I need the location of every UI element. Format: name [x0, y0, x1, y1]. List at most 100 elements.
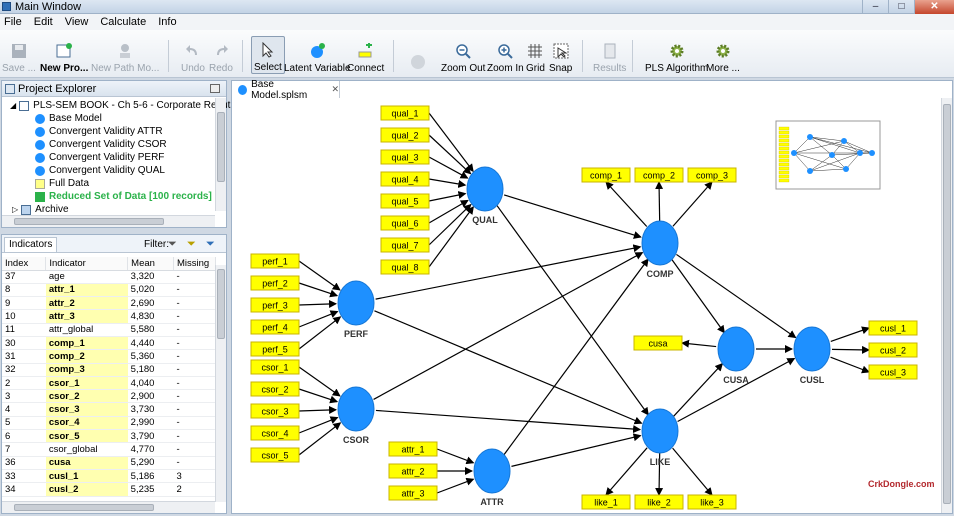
indicator-box[interactable]: attr_3 [388, 485, 438, 501]
hscroll-thumb[interactable] [14, 504, 154, 511]
indicator-arrow[interactable] [428, 112, 474, 173]
more-button[interactable]: More ... [706, 36, 740, 74]
latent-variable-button[interactable]: Latent Variable [284, 36, 351, 74]
indicator-arrow[interactable] [298, 366, 341, 397]
indicator-box[interactable]: comp_1 [581, 167, 631, 183]
expand-arrow-icon[interactable]: ◢ [10, 101, 17, 110]
path-arrow[interactable] [503, 258, 649, 456]
path-model-canvas[interactable]: qual_1qual_2qual_3qual_4qual_5qual_6qual… [232, 81, 952, 513]
indicator-arrow[interactable] [428, 199, 469, 224]
tree-archive[interactable]: ▷ Archive [12, 203, 69, 216]
close-tab-icon[interactable]: ✕ [331, 84, 339, 94]
save-button[interactable]: Save ... [2, 36, 36, 74]
indicator-box[interactable]: cusl_1 [868, 320, 918, 336]
undo-button[interactable]: Undo [181, 36, 205, 74]
indicator-arrow[interactable] [428, 203, 472, 246]
hscroll-thumb[interactable] [14, 218, 164, 225]
tree-project[interactable]: ◢ PLS-SEM BOOK - Ch 5-6 - Corporate Repu… [10, 99, 247, 112]
latent-variable[interactable]: CSOR [337, 386, 375, 445]
indicator-box[interactable]: qual_4 [380, 171, 430, 187]
menu-file[interactable]: File [4, 16, 22, 28]
col-header-mean[interactable]: Mean [127, 257, 175, 271]
indicator-arrow[interactable] [298, 310, 339, 328]
indicator-arrow[interactable] [298, 260, 341, 291]
indicator-arrow[interactable] [428, 191, 467, 202]
indicator-box[interactable]: csor_3 [250, 403, 300, 419]
close-button[interactable]: ✕ [914, 0, 954, 14]
results-button[interactable]: Results [593, 36, 626, 74]
path-arrow[interactable] [375, 244, 642, 300]
zoom-out-button[interactable]: Zoom Out [441, 36, 485, 74]
indicator-box[interactable]: perf_2 [250, 275, 300, 291]
indicator-box[interactable]: csor_5 [250, 447, 300, 463]
path-arrow[interactable] [676, 253, 797, 339]
maximize-button[interactable]: □ [888, 0, 914, 14]
indicator-box[interactable]: cusa [633, 335, 683, 351]
indicator-arrow[interactable] [428, 156, 469, 179]
project-explorer-scrollbar[interactable] [215, 98, 226, 211]
path-arrow[interactable] [673, 362, 724, 417]
tree-item-cv-attr[interactable]: Convergent Validity ATTR [35, 125, 163, 138]
menu-edit[interactable]: Edit [33, 16, 53, 28]
path-arrow[interactable] [374, 310, 643, 425]
indicator-box[interactable]: like_1 [581, 494, 631, 510]
indicator-box[interactable]: cusl_2 [868, 342, 918, 358]
indicators-scrollbar[interactable] [215, 265, 226, 502]
indicator-box[interactable]: like_3 [687, 494, 737, 510]
filter-funnel-icon[interactable]: ⏷ [168, 238, 177, 250]
path-arrow[interactable] [503, 194, 642, 239]
indicator-box[interactable]: attr_2 [388, 463, 438, 479]
loading-arrow[interactable] [831, 345, 870, 354]
indicator-arrow[interactable] [436, 448, 475, 465]
pls-algorithm-button[interactable]: PLS Algorithm [645, 36, 708, 74]
loading-arrow[interactable] [672, 447, 713, 496]
indicator-box[interactable]: qual_8 [380, 259, 430, 275]
indicator-box[interactable]: attr_1 [388, 441, 438, 457]
tree-item-cv-csor[interactable]: Convergent Validity CSOR [35, 138, 167, 151]
indicator-box[interactable]: cusl_3 [868, 364, 918, 380]
indicator-box[interactable]: qual_5 [380, 193, 430, 209]
indicator-arrow[interactable] [428, 134, 472, 175]
loading-arrow[interactable] [830, 356, 870, 374]
indicator-box[interactable]: csor_1 [250, 359, 300, 375]
editor-tab[interactable]: Base Model.splsm ✕ [232, 79, 340, 101]
tree-item-reduced-data[interactable]: Reduced Set of Data [100 records] [35, 190, 212, 203]
indicator-arrow[interactable] [298, 300, 338, 309]
project-explorer-hscrollbar[interactable] [2, 215, 215, 227]
path-arrow[interactable] [373, 252, 644, 400]
loading-arrow[interactable] [672, 181, 713, 227]
scroll-thumb[interactable] [217, 112, 225, 182]
snap-button[interactable]: Snap [549, 36, 572, 74]
grid-button[interactable]: Grid [526, 36, 545, 74]
latent-variable[interactable]: ATTR [473, 448, 511, 507]
indicator-arrow[interactable] [428, 206, 474, 268]
new-path-model-button[interactable]: New Path Mo... [91, 36, 159, 74]
minimize-panel-icon[interactable] [210, 84, 220, 93]
tree-item-full-data[interactable]: Full Data [35, 177, 89, 190]
indicator-box[interactable]: qual_3 [380, 149, 430, 165]
filter-yellow-funnel-icon[interactable]: ⏷ [187, 238, 196, 250]
indicator-arrow[interactable] [436, 477, 475, 494]
indicator-box[interactable]: qual_7 [380, 237, 430, 253]
latent-variable[interactable]: QUAL [466, 166, 504, 225]
indicator-box[interactable]: comp_2 [634, 167, 684, 183]
path-arrow[interactable] [677, 357, 796, 423]
indicator-box[interactable]: qual_1 [380, 105, 430, 121]
latent-variable[interactable]: PERF [337, 280, 375, 339]
indicator-box[interactable]: perf_4 [250, 319, 300, 335]
indicator-arrow[interactable] [298, 422, 342, 456]
loading-arrow[interactable] [605, 447, 648, 496]
select-button[interactable]: Select [251, 36, 285, 74]
